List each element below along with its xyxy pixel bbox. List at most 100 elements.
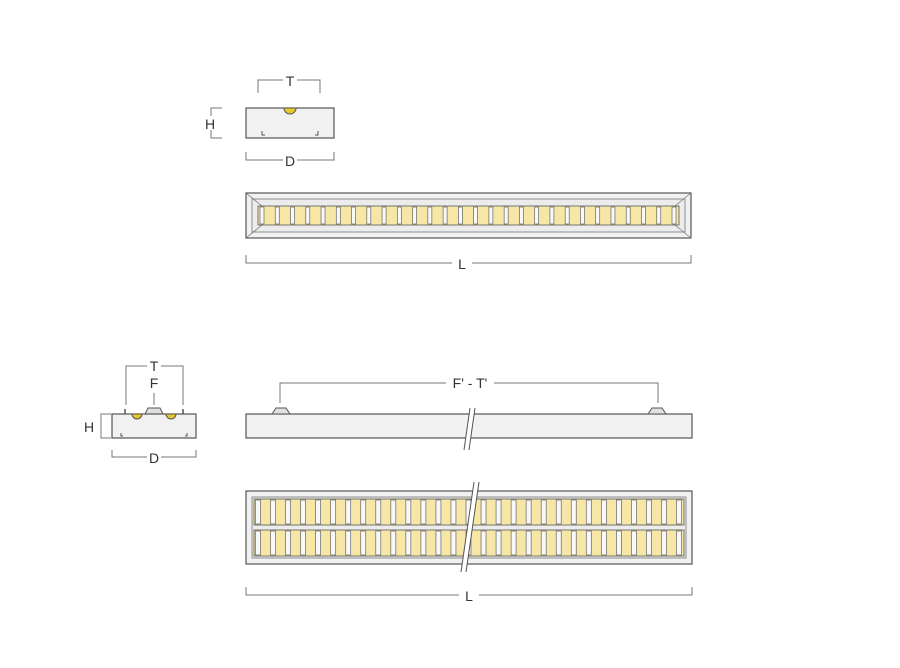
louver-blade (345, 530, 352, 556)
louver-blade (366, 206, 372, 225)
louver-blade (488, 206, 494, 225)
louver-blade (450, 530, 457, 556)
end-view-2: T F H D (82, 358, 197, 466)
led-dot (283, 107, 297, 115)
louver-blade (450, 499, 457, 525)
louver-blade (656, 206, 662, 225)
louver-blade (345, 499, 352, 525)
louver-blade (420, 499, 427, 525)
louver-blade (534, 206, 540, 225)
led-dot-left (131, 413, 143, 420)
label-h: H (205, 116, 215, 132)
break-marks-plan (460, 481, 480, 573)
louver-blade (405, 530, 412, 556)
louver-blade (330, 530, 337, 556)
louver-blade (420, 530, 427, 556)
louver-blade (671, 206, 677, 225)
louver-blade (585, 499, 592, 525)
plan-view-1 (245, 192, 692, 239)
diagram-1: T H D L (203, 73, 692, 272)
louver-blade (580, 206, 585, 225)
louver-blade (270, 499, 276, 525)
louver-blade (631, 530, 637, 556)
louver-grid (255, 499, 682, 556)
end-profile-2 (111, 413, 197, 439)
louver-blade (473, 206, 478, 225)
louver-blade (315, 530, 321, 556)
louver-row (259, 206, 677, 225)
louver-blade (570, 499, 577, 525)
pins (124, 409, 184, 414)
break-gap-side (464, 408, 475, 450)
louver-blade (259, 206, 265, 225)
louver-blade (480, 530, 487, 556)
mount-clip (144, 407, 164, 415)
louver-blade (255, 499, 261, 525)
louver-blade (519, 206, 524, 225)
dim-h-bracket-2 (100, 413, 111, 439)
led-strip (257, 205, 680, 226)
louver-blade (285, 499, 291, 525)
louver-blade (270, 530, 276, 556)
side-view-2 (245, 407, 693, 451)
louver-blade (396, 206, 402, 225)
label-ft: F' - T' (453, 375, 488, 391)
inner-brackets (261, 131, 319, 136)
plan-view-2 (245, 481, 693, 573)
label-t: T (286, 73, 295, 89)
louver-blade (595, 206, 601, 225)
louver-blade (274, 206, 280, 225)
louver-blade (503, 206, 509, 225)
label-f: F (150, 375, 159, 391)
louver-blade (564, 206, 570, 225)
louver-blade (555, 499, 562, 525)
louver-blade (510, 499, 517, 525)
louver-blade (305, 206, 311, 225)
louver-blade (525, 499, 532, 525)
louver-blade (285, 530, 291, 556)
break-gap-plan (461, 482, 479, 572)
louver-blade (540, 499, 547, 525)
louver-blade (631, 499, 637, 525)
louver-blade (290, 206, 295, 225)
louver-blade (390, 530, 397, 556)
mount-clip-left (271, 407, 291, 415)
louver-blade (625, 206, 631, 225)
louver-blade (427, 206, 433, 225)
louver-blade (661, 499, 667, 525)
louver-blade (555, 530, 562, 556)
louver-blade (676, 499, 682, 525)
label-h-2: H (84, 419, 94, 435)
louver-blade (405, 499, 412, 525)
louver-blade (381, 206, 387, 225)
louver-blade (458, 206, 463, 225)
louver-blade (600, 499, 607, 525)
louver-blade (540, 530, 547, 556)
louver-blade (442, 206, 448, 225)
louver-blade (510, 530, 517, 556)
mount-clip-right (647, 407, 667, 415)
louver-blade (300, 530, 306, 556)
louver-blade (676, 530, 682, 556)
label-l: L (458, 256, 466, 272)
louver-blade (495, 499, 502, 525)
louver-blade (360, 499, 367, 525)
louver-blade (330, 499, 337, 525)
louver-blade (646, 499, 652, 525)
louver-blade (495, 530, 502, 556)
louver-blade (351, 206, 356, 225)
louver-blade (646, 530, 652, 556)
louver-blade (360, 530, 367, 556)
louver-blade (435, 530, 442, 556)
break-marks-side (463, 407, 476, 451)
louver-blade (375, 499, 382, 525)
inner-brackets-2 (120, 433, 188, 437)
louver-blade (610, 206, 616, 225)
diagram-2: T F H D F' - T' (82, 358, 693, 604)
louver-blade (412, 206, 417, 225)
louver-blade (255, 530, 261, 556)
louver-blade (300, 499, 306, 525)
louver-blade (315, 499, 321, 525)
label-t-2: T (150, 358, 159, 374)
